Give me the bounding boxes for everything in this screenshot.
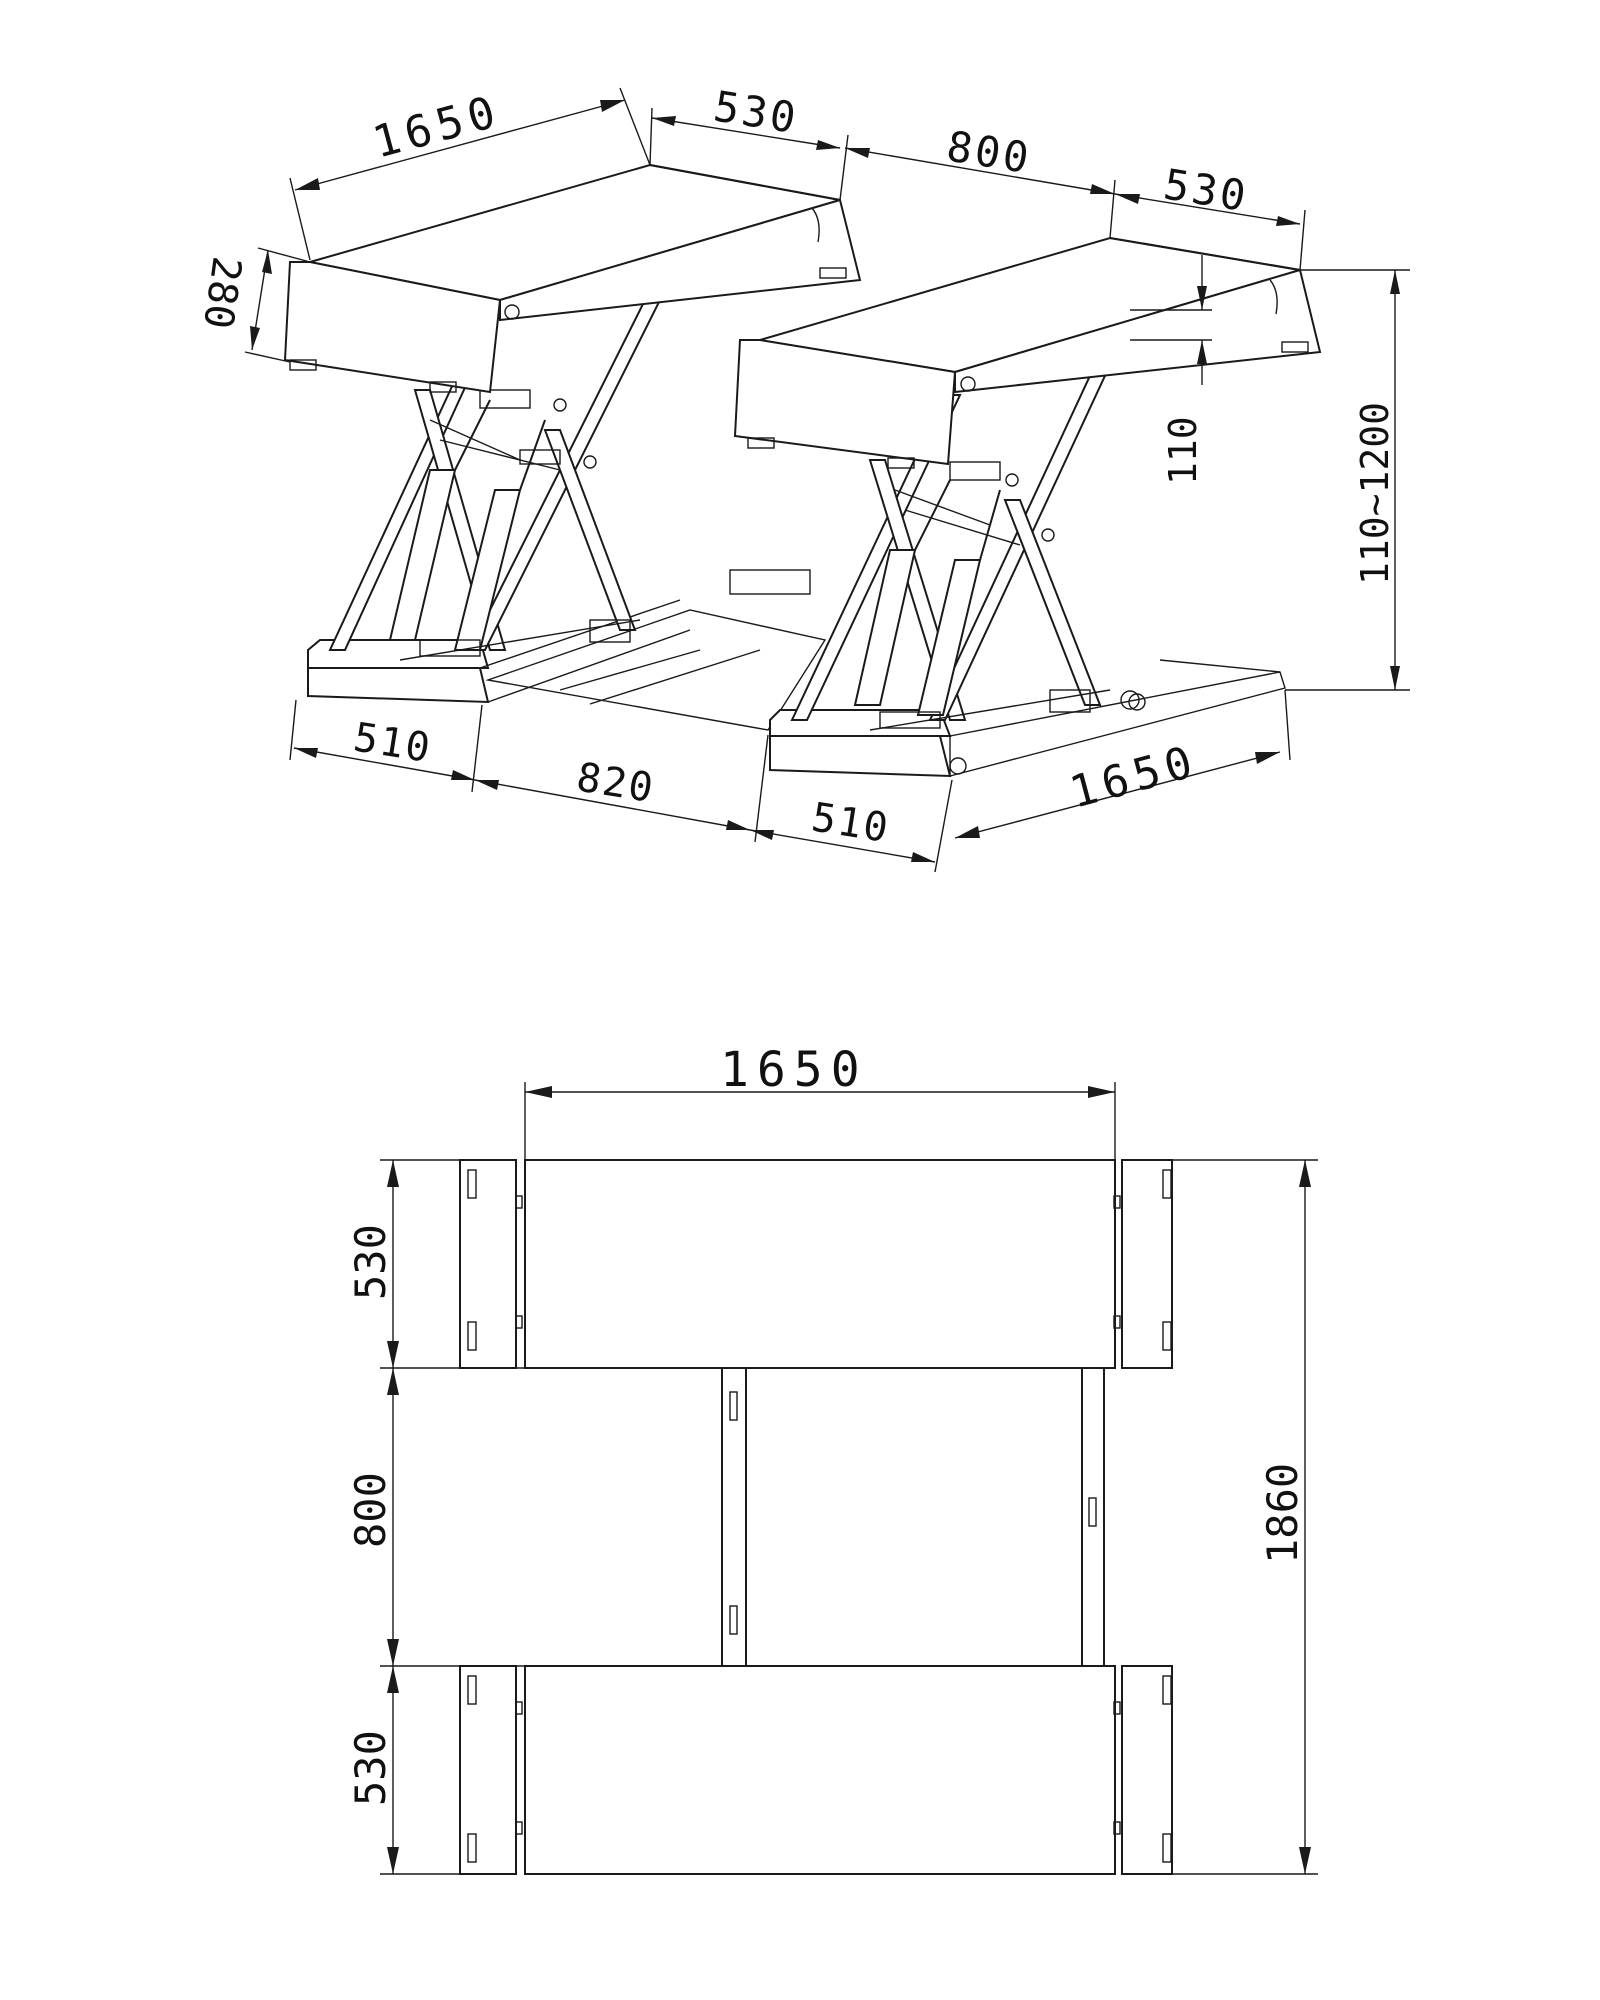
plan-top-platform	[459, 1159, 1173, 1369]
left-base-frame	[307, 599, 691, 704]
plan-bottom-platform	[459, 1665, 1173, 1875]
iso-dim-base-length: 1650	[1065, 736, 1204, 819]
plan-dim-length-top: 1650	[720, 1042, 868, 1098]
plan-view: 1650 530 800 530 1860	[346, 1042, 1318, 1875]
plan-dim-total-width: 1860	[1258, 1463, 1307, 1564]
right-platform	[733, 236, 1322, 469]
iso-dim-platform-height-left: 280	[194, 254, 250, 332]
iso-dim-base-gap: 820	[573, 754, 657, 812]
iso-dim-platform-width-left: 530	[710, 81, 801, 143]
right-base-frame	[769, 659, 1286, 778]
plan-dim-width-bottom: 530	[346, 1730, 395, 1806]
iso-dim-min-height: 110	[1161, 416, 1205, 485]
right-scissor-mechanism	[790, 364, 1140, 731]
iso-dim-platform-length-top: 1650	[368, 86, 507, 169]
middle-base-frame	[485, 569, 827, 731]
plan-dim-width-top: 530	[346, 1224, 395, 1300]
plan-dimension-lines	[380, 1082, 1318, 1875]
iso-dim-base-right: 510	[808, 794, 892, 852]
iso-dim-base-left: 510	[350, 714, 434, 772]
iso-dim-platform-width-right: 530	[1160, 159, 1251, 221]
iso-dim-lift-range: 110~1200	[1353, 402, 1397, 585]
iso-dimension-lines	[244, 87, 1410, 873]
plan-dim-gap: 800	[346, 1472, 395, 1548]
isometric-view: 1650 530 800 530 280 110 110~1200 510 82…	[194, 81, 1410, 873]
plan-connecting-members	[721, 1367, 1105, 1667]
left-platform	[283, 163, 862, 394]
iso-dim-gap-top: 800	[943, 121, 1034, 183]
